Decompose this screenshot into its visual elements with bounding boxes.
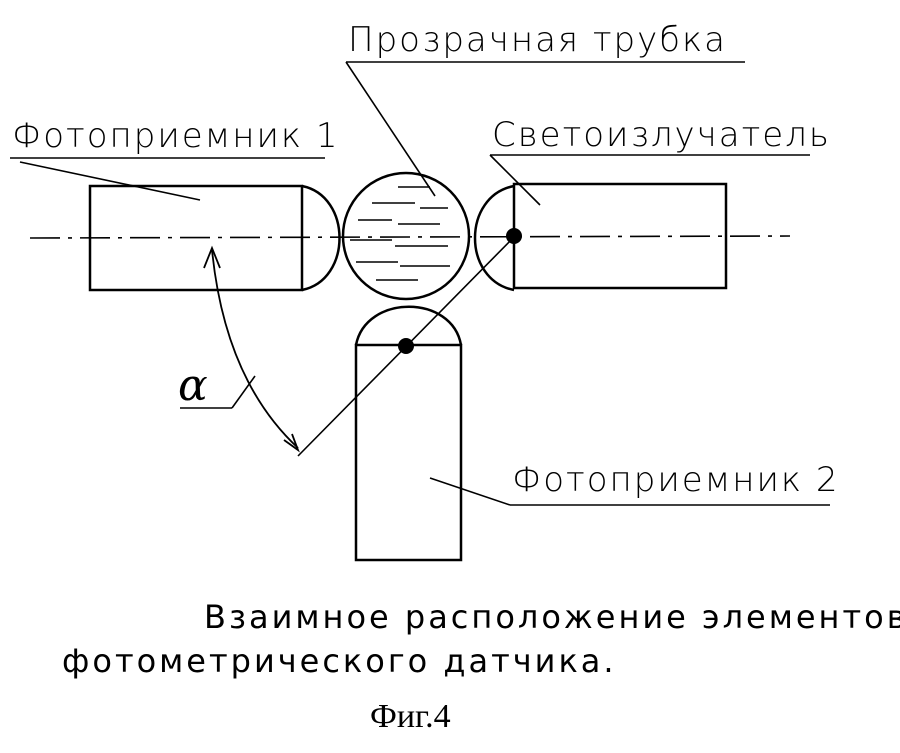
tube-label: Прозрачная трубка (348, 20, 728, 60)
angle-arrow-bottom (283, 433, 300, 453)
diagonal-axis (297, 235, 516, 457)
angle-alpha-label: α (178, 360, 208, 411)
tube-liquid-hatching (350, 186, 450, 281)
leader-lines (10, 61, 830, 506)
angle-arc (211, 249, 299, 449)
photodetector-1-dome (301, 184, 341, 292)
figure-number: Фиг.4 (370, 698, 451, 735)
photodetector-1-body (88, 184, 304, 292)
horizontal-axis (29, 235, 791, 239)
emitter-label: Светоизлучатель (492, 115, 831, 155)
transparent-tube (341, 171, 471, 301)
emitter-dome (473, 184, 515, 292)
angle-arrow-top (203, 245, 221, 269)
photodetector-2-body (354, 343, 463, 562)
caption-line-2: фотометрического датчика. (62, 642, 617, 680)
photodetector-2-label: Фотоприемник 2 (512, 460, 840, 500)
photodetector-1-label: Фотоприемник 1 (12, 116, 340, 156)
photodetector-2-dome (354, 305, 463, 346)
caption-line-1: Взаимное расположение элементов (204, 598, 900, 636)
